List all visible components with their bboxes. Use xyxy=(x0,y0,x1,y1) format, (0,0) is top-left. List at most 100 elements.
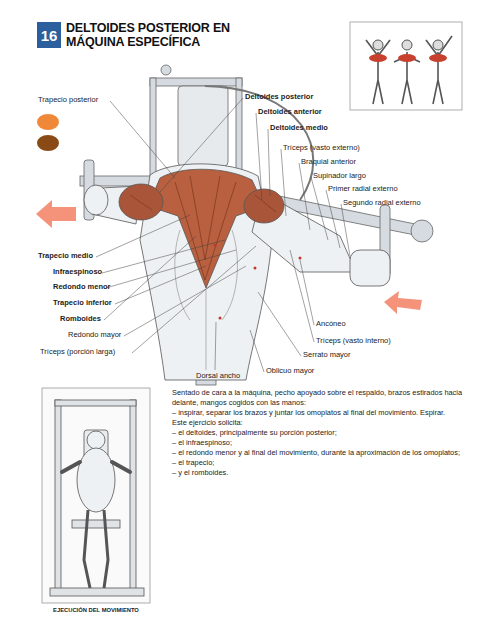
figure-legs xyxy=(84,510,108,588)
leader-line xyxy=(110,101,175,178)
leader-line xyxy=(215,322,216,370)
muscle-label: Infraespinoso xyxy=(53,267,102,276)
inset-figures xyxy=(366,36,452,104)
figure-lines xyxy=(426,36,452,104)
muscle-label: Deltoides posterior xyxy=(245,92,313,101)
muscle-label: Tríceps (vasto interno) xyxy=(316,336,391,345)
leader-lines xyxy=(96,98,350,372)
muscle-label: Redondo menor xyxy=(53,282,111,291)
instruction-text: – inspirar, separar los brazos y juntar … xyxy=(172,408,464,418)
leader-line xyxy=(268,129,270,196)
figure-lines xyxy=(394,52,420,104)
instruction-text: – el deltoides, principalmente su porció… xyxy=(172,428,464,438)
machine-base xyxy=(50,588,144,596)
motion-arrows xyxy=(36,200,422,314)
right-hand xyxy=(350,250,390,286)
figure-arms xyxy=(62,462,130,472)
instruction-text: – el redondo menor y al final del movimi… xyxy=(172,448,464,458)
machine xyxy=(80,65,433,385)
leader-line xyxy=(124,266,246,336)
machine-upright xyxy=(236,78,242,178)
leader-line xyxy=(341,204,350,256)
machine-crossbar xyxy=(55,400,136,406)
inset-frame xyxy=(350,22,462,110)
machine-upright xyxy=(55,400,61,590)
leader-line xyxy=(290,250,314,342)
leader-line xyxy=(326,190,340,248)
muscle-label: Serrato mayor xyxy=(303,350,351,359)
machine-knob xyxy=(161,65,171,75)
machine-seat xyxy=(72,520,120,528)
muscle-highlight xyxy=(398,54,416,62)
muscle-label: Deltoides medio xyxy=(270,123,328,132)
deltoid-muscle xyxy=(119,184,163,220)
machine-crossbar xyxy=(150,78,242,86)
leader-line xyxy=(115,266,206,304)
instruction-text: Este ejercicio solicita: xyxy=(172,418,464,428)
instruction-text: – el trapecio; xyxy=(172,458,464,468)
machine-knob xyxy=(411,220,433,242)
leader-line xyxy=(299,163,310,230)
left-hand xyxy=(84,185,108,215)
deltoid-muscle xyxy=(244,189,284,223)
leader-line xyxy=(250,330,264,372)
node-text: 16 xyxy=(41,28,58,43)
dot xyxy=(254,267,257,270)
muscle-fibres xyxy=(130,176,276,280)
leader-line xyxy=(281,149,286,216)
muscle-label: Braquial anterior xyxy=(301,157,356,166)
muscle-label: Tríceps (vasto externo) xyxy=(283,143,360,152)
figure-frame xyxy=(42,388,150,603)
instruction-text: – y el romboides. xyxy=(172,468,464,478)
muscle-label: Romboides xyxy=(60,314,101,323)
instruction-text: Sentado de cara a la máquina, pecho apoy… xyxy=(172,388,464,408)
leader-line xyxy=(104,236,196,320)
leader-line xyxy=(96,215,190,257)
chapter-badge: 16 xyxy=(37,22,61,48)
color-dots xyxy=(37,114,59,151)
trapezius-muscle xyxy=(148,169,264,288)
muscle-label: Redondo mayor xyxy=(68,330,121,339)
muscle-label: Trapecio inferior xyxy=(53,298,112,307)
instruction-text: – el infraespinoso; xyxy=(172,438,464,448)
page-title: DELTOIDES POSTERIOR EN MÁQUINA ESPECÍFIC… xyxy=(66,21,246,49)
orange-dot xyxy=(37,114,59,130)
leader-line xyxy=(132,246,256,353)
dot xyxy=(214,244,217,247)
muscle-label: Dorsal ancho xyxy=(196,371,240,380)
leader-line xyxy=(106,250,236,288)
muscle-label: Segundo radial externo xyxy=(343,198,421,207)
machine-upright xyxy=(130,400,136,590)
muscle-label: Primer radial externo xyxy=(328,184,398,193)
leader-line xyxy=(102,240,225,273)
muscle-label: Deltoides anterior xyxy=(258,107,322,116)
backrest-pad xyxy=(178,86,228,166)
figure-head xyxy=(433,40,443,50)
muscle-label: Supinador largo xyxy=(313,171,366,180)
brown-dot xyxy=(37,135,59,151)
dot xyxy=(219,317,222,320)
muscle-highlight xyxy=(369,54,387,62)
muscle-dots xyxy=(214,244,302,320)
muscle-label: Tríceps (porción larga) xyxy=(40,347,115,356)
leader-line xyxy=(258,292,301,356)
motion-arrow xyxy=(36,200,76,228)
leader-line xyxy=(256,113,262,200)
leader-line xyxy=(160,98,243,192)
muscle-label: Ancóneo xyxy=(316,319,346,328)
figure-head xyxy=(87,431,105,449)
figure-head xyxy=(402,40,412,50)
figure-lines xyxy=(366,40,390,104)
muscle-label: Trapecio posterior xyxy=(38,95,98,104)
leader-line xyxy=(311,177,328,240)
figure-head xyxy=(373,40,383,50)
motion-arrow xyxy=(384,291,422,314)
figure-caption: EJECUCIÓN DEL MOVIMIENTO xyxy=(40,606,152,614)
muscle-highlight xyxy=(429,54,447,62)
muscle-label: Trapecio medio xyxy=(38,251,93,260)
dot xyxy=(299,257,302,260)
text-column: Sentado de cara a la máquina, pecho apoy… xyxy=(172,388,464,478)
muscle-label: Oblicuo mayor xyxy=(266,366,314,375)
top-inset xyxy=(350,22,462,110)
